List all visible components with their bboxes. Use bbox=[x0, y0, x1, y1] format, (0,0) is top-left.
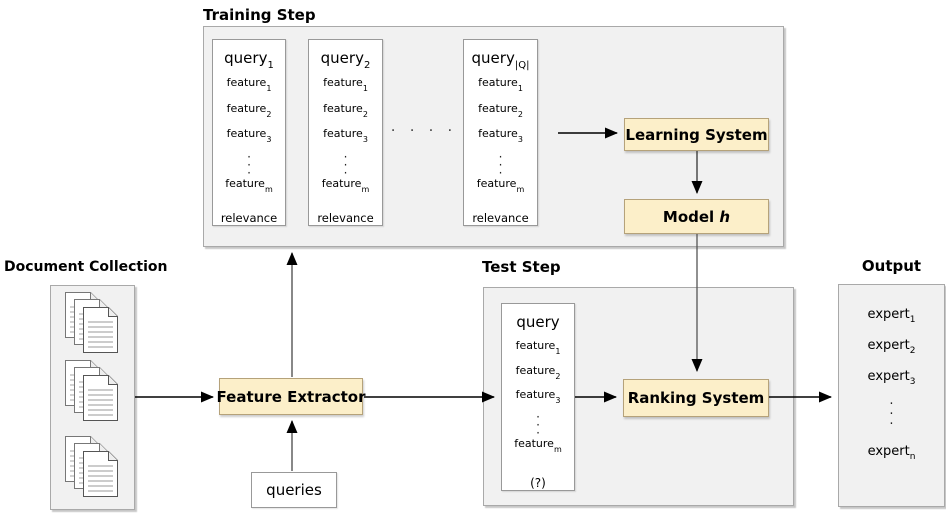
query-card-title: query bbox=[516, 313, 560, 331]
ranking-system-label: Ranking System bbox=[627, 389, 765, 407]
feature-row: featurem bbox=[476, 177, 525, 195]
training-step-box: query1 feature1 feature2 feature3 · · · … bbox=[203, 26, 784, 247]
feature-row: feature3 bbox=[323, 127, 368, 145]
model-h-box: Model h bbox=[624, 199, 769, 234]
expert-row: expert3 bbox=[867, 369, 916, 387]
relevance-label: relevance bbox=[472, 211, 529, 226]
feature-extractor-box: Feature Extractor bbox=[216, 378, 366, 415]
expert-row: expert2 bbox=[867, 338, 916, 356]
feature-extractor-label: Feature Extractor bbox=[216, 387, 366, 406]
expert-row: expertn bbox=[867, 444, 916, 462]
expert-row: expert1 bbox=[867, 307, 916, 325]
queries-box: queries bbox=[251, 472, 337, 508]
training-step-title: Training Step bbox=[203, 6, 316, 24]
learning-system-box: Learning System bbox=[624, 118, 769, 151]
document-stack-icon bbox=[65, 292, 118, 353]
feature-row: feature3 bbox=[226, 127, 272, 145]
feature-row: featurem bbox=[514, 437, 562, 455]
feature-row: feature1 bbox=[226, 75, 272, 93]
output-title: Output bbox=[861, 257, 922, 275]
relevance-label: relevance bbox=[317, 211, 374, 226]
horizontal-ellipsis: . . . . bbox=[390, 119, 458, 135]
feature-row: feature1 bbox=[478, 75, 523, 93]
feature-row: feature3 bbox=[515, 388, 561, 406]
query-card-title: query2 bbox=[320, 49, 371, 71]
model-h-label: Model h bbox=[662, 207, 731, 226]
training-query-card-2: query2 feature1 feature2 feature3 · · · … bbox=[308, 39, 383, 226]
feature-row: feature2 bbox=[226, 101, 272, 119]
vertical-ellipsis: · · · bbox=[889, 397, 894, 432]
output-box: expert1 expert2 expert3 · · · expertn bbox=[838, 284, 945, 507]
training-query-card-q: query|Q| feature1 feature2 feature3 · · … bbox=[463, 39, 538, 226]
learning-system-label: Learning System bbox=[625, 125, 768, 144]
feature-row: feature3 bbox=[478, 127, 523, 145]
feature-row: feature1 bbox=[515, 338, 561, 356]
feature-row: feature2 bbox=[323, 101, 368, 119]
vertical-ellipsis: · · · bbox=[343, 150, 348, 181]
document-stack-icon bbox=[65, 436, 118, 497]
feature-row: feature1 bbox=[323, 75, 368, 93]
feature-row: feature2 bbox=[478, 101, 523, 119]
query-card-title: query1 bbox=[224, 49, 274, 71]
vertical-ellipsis: · · · bbox=[536, 410, 540, 441]
query-card-title: query|Q| bbox=[471, 49, 530, 71]
test-query-card: query feature1 feature2 feature3 · · · f… bbox=[501, 303, 575, 491]
feature-row: featurem bbox=[225, 177, 273, 195]
feature-row: featurem bbox=[321, 177, 370, 195]
feature-row: feature2 bbox=[515, 363, 561, 381]
test-step-title: Test Step bbox=[482, 258, 561, 276]
vertical-ellipsis: · · · bbox=[498, 150, 503, 181]
vertical-ellipsis: · · · bbox=[247, 150, 251, 181]
queries-label: queries bbox=[266, 481, 322, 499]
document-collection-title: Document Collection bbox=[4, 259, 168, 275]
relevance-label: relevance bbox=[220, 211, 278, 226]
document-collection-box bbox=[50, 285, 135, 510]
ranking-system-box: Ranking System bbox=[623, 379, 769, 417]
unknown-relevance-label: (?) bbox=[530, 475, 546, 490]
test-step-box: query feature1 feature2 feature3 · · · f… bbox=[483, 287, 794, 506]
document-stack-icon bbox=[65, 360, 118, 421]
training-query-card-1: query1 feature1 feature2 feature3 · · · … bbox=[212, 39, 286, 226]
